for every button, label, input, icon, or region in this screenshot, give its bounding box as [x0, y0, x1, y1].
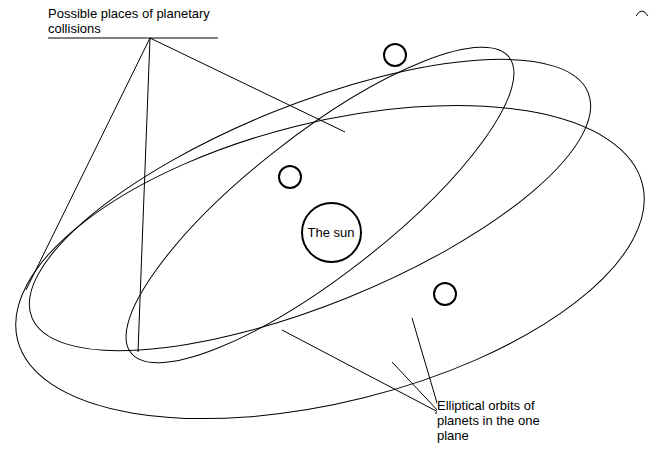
planet-circle	[384, 44, 406, 66]
label-underline	[48, 38, 218, 39]
callout-label: Possible places of planetary collisions	[48, 6, 220, 36]
leader-line	[282, 330, 440, 413]
leader-line	[138, 38, 150, 352]
planet-circle	[434, 283, 456, 305]
small-arc-mark	[636, 11, 648, 16]
callout-label: Elliptical orbits of planets in the one …	[437, 398, 565, 443]
leader-line	[26, 38, 150, 290]
planet-circle	[279, 166, 301, 188]
orbit-ellipse	[0, 0, 626, 410]
leader-line	[150, 38, 345, 132]
orbit-ellipse	[0, 48, 652, 452]
sun-circle: The sun	[301, 202, 362, 263]
orbit-ellipse	[88, 2, 552, 408]
leader-line	[392, 362, 440, 413]
node-text: The sun	[308, 225, 355, 240]
